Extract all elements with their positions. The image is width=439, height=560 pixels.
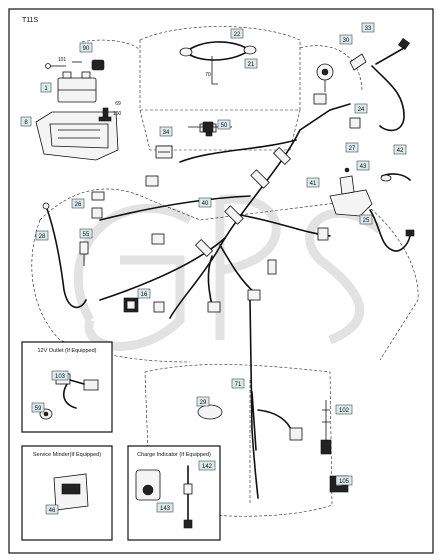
callout-103: 103 [55, 374, 66, 380]
callout-59-tag [31, 402, 45, 413]
callout-41: 41 [310, 181, 317, 187]
diagram-labels: T11S 1 8 22 27 33 30 90 21 16 24 29 34 50 28 26 40 41 42 43… [20, 17, 407, 515]
inset-title-charge-indicator: Charge Indicator (If Equipped) [137, 452, 211, 458]
callout-27-tag [345, 142, 359, 153]
callout-43: 43 [360, 164, 367, 170]
callout-26: 26 [75, 202, 82, 208]
callout-25: 25 [363, 218, 370, 224]
callout-142-tag [198, 460, 216, 471]
cable-42 [380, 173, 411, 182]
callout-90: 90 [83, 46, 90, 52]
starter-solenoid [329, 167, 373, 217]
pto-switch [155, 145, 173, 159]
callout-28-tag [35, 230, 49, 241]
callout-21-tag [244, 58, 258, 69]
callout-25-tag [359, 214, 373, 225]
callout-22-tag [230, 28, 244, 39]
inset-service-minder [21, 445, 113, 541]
callout-16: 16 [141, 292, 148, 298]
callout-102: 102 [339, 408, 350, 414]
callout-26-tag [71, 198, 85, 209]
callout-43-tag [356, 160, 370, 171]
callout-50: 50 [221, 123, 228, 129]
callout-27: 27 [349, 146, 356, 152]
seat-switch [123, 297, 139, 313]
small-label-70: 70 [205, 72, 211, 78]
callout-90-tag [79, 42, 93, 53]
callout-143-tag [156, 502, 174, 513]
fuse-55 [79, 241, 89, 266]
small-label-100: 100 [113, 111, 122, 117]
callout-30-tag [339, 34, 353, 45]
wire-28 [42, 202, 87, 309]
callout-42: 42 [397, 148, 404, 154]
callout-8: 8 [24, 120, 28, 126]
callout-40-tag [198, 197, 212, 208]
callout-46: 46 [49, 508, 56, 514]
callout-103-tag [51, 370, 69, 381]
callout-71: 71 [235, 382, 242, 388]
headlight-harness [179, 41, 257, 85]
callout-42-tag [393, 144, 407, 155]
ignition-switch [316, 53, 367, 92]
connector-26 [91, 191, 105, 201]
inset-12v-outlet [21, 341, 113, 433]
callout-142: 142 [202, 464, 213, 470]
callout-1-tag [40, 82, 52, 93]
callout-71-tag [231, 378, 245, 389]
callout-46-tag [45, 504, 59, 515]
callout-33-tag [361, 22, 375, 33]
callout-8-tag [20, 116, 32, 127]
diagram-frame [8, 8, 434, 554]
small-label-101: 101 [58, 57, 67, 63]
inset-title-outlet: 12V Outlet (If Equipped) [37, 348, 96, 354]
callout-105: 105 [339, 479, 350, 485]
callout-40: 40 [202, 201, 209, 207]
callout-55: 55 [83, 232, 90, 238]
battery-hardware [45, 59, 112, 122]
callout-21: 21 [248, 62, 255, 68]
callout-33: 33 [365, 26, 372, 32]
callout-24: 24 [358, 107, 365, 113]
callout-34: 34 [163, 130, 170, 136]
callout-22: 22 [234, 32, 241, 38]
small-label-69: 69 [115, 101, 121, 107]
rear-harness [197, 391, 349, 493]
watermark [73, 194, 383, 351]
callout-1: 1 [44, 86, 48, 92]
main-harness [99, 103, 351, 499]
inset-title-service-minder: Service Minder(If Equipped) [33, 452, 101, 458]
cable-25 [369, 209, 415, 252]
callout-29-tag [196, 396, 210, 407]
battery [57, 71, 97, 103]
callout-30: 30 [343, 38, 350, 44]
callout-102-tag [335, 404, 353, 415]
callout-143: 143 [160, 506, 171, 512]
diagram-code: T11S [22, 17, 39, 24]
callout-28: 28 [39, 234, 46, 240]
battery-tray [35, 111, 119, 161]
callout-59: 59 [35, 406, 42, 412]
callout-55-tag [79, 228, 93, 239]
callout-41-tag [306, 177, 320, 188]
ground-wire [371, 38, 410, 132]
inset-charge-indicator [127, 445, 221, 541]
callout-105-tag [335, 475, 353, 486]
callout-24-tag [354, 103, 368, 114]
callout-29: 29 [200, 400, 207, 406]
callout-50-tag [217, 119, 231, 130]
callout-34-tag [159, 126, 173, 137]
callout-16-tag [137, 288, 151, 299]
